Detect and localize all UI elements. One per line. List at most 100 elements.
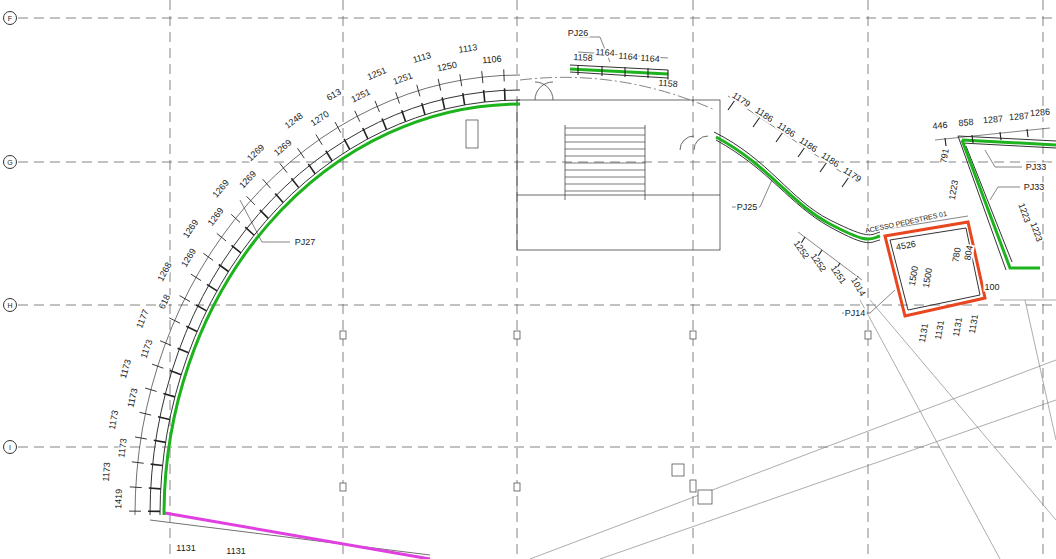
tick-mark bbox=[308, 164, 315, 174]
tick-mark bbox=[163, 393, 175, 396]
tick-mark bbox=[344, 139, 350, 150]
tick-mark bbox=[577, 65, 578, 75]
tick-mark bbox=[335, 122, 341, 133]
tick-mark bbox=[438, 79, 441, 91]
drawing-label: 858 bbox=[957, 118, 975, 128]
drawing-label: PJ14 bbox=[844, 309, 867, 318]
tick-mark bbox=[1000, 132, 1001, 140]
tick-mark bbox=[417, 85, 420, 97]
tick-mark bbox=[316, 135, 322, 145]
tick-mark bbox=[186, 326, 197, 331]
tick-mark bbox=[375, 101, 379, 112]
tick-mark bbox=[482, 71, 483, 83]
drawing-label: 1286 bbox=[1029, 108, 1052, 119]
tick-mark bbox=[178, 348, 189, 353]
drawing-label: 1270 bbox=[309, 110, 332, 130]
drawing-label: 1269 bbox=[206, 206, 226, 229]
drawing-label: 1113 bbox=[411, 51, 433, 65]
drawing-label: 1177 bbox=[135, 308, 151, 331]
drawing-label: 1268 bbox=[155, 261, 173, 285]
drawing-label: 1173 bbox=[118, 357, 133, 380]
drawing-label: 1269 bbox=[179, 246, 198, 270]
drawing-label: 1173 bbox=[139, 337, 154, 360]
drawing-label: 1500 bbox=[922, 266, 935, 289]
drawing-label: 1287 bbox=[982, 115, 1005, 126]
drawing-label: 1014 bbox=[849, 275, 868, 299]
tick-mark bbox=[363, 128, 368, 139]
drawing-label: 4526 bbox=[894, 240, 917, 253]
drawing-label: 1248 bbox=[282, 111, 305, 131]
drawing-label: 1106 bbox=[481, 55, 503, 66]
drawing-label: PJ33 bbox=[1025, 163, 1048, 172]
tick-mark bbox=[135, 437, 147, 439]
tick-mark bbox=[145, 388, 157, 391]
drawing-label: 1173 bbox=[126, 386, 140, 409]
drawing-label: 1164 bbox=[617, 52, 639, 62]
grid-letter: G bbox=[7, 159, 12, 166]
tick-mark bbox=[207, 284, 217, 290]
drawing-label: 1179 bbox=[730, 90, 753, 109]
tick-mark bbox=[798, 147, 805, 157]
drawing-label: PJ33 bbox=[1023, 183, 1046, 192]
tick-mark bbox=[355, 111, 360, 122]
tick-mark bbox=[232, 245, 241, 253]
drawing-label: 1186 bbox=[819, 150, 842, 169]
drawing-label: 1250 bbox=[435, 60, 458, 73]
tick-mark bbox=[442, 97, 445, 109]
drawing-label: 1186 bbox=[797, 135, 820, 154]
drawing-label: 1164 bbox=[594, 48, 616, 58]
grid-bubble: H bbox=[3, 298, 17, 312]
tick-mark bbox=[460, 74, 462, 86]
grid-letter: I bbox=[9, 444, 11, 451]
drawing-label: 1131 bbox=[918, 322, 931, 345]
tick-mark bbox=[154, 440, 166, 442]
drawing-label: 1131 bbox=[175, 544, 196, 553]
tick-mark bbox=[624, 67, 625, 77]
tick-mark bbox=[402, 110, 406, 121]
tick-mark bbox=[565, 135, 645, 136]
tick-mark bbox=[247, 196, 255, 205]
drawing-label: ACESSO PEDESTRES 01 bbox=[864, 210, 949, 235]
tick-mark bbox=[152, 364, 163, 368]
drawing-label: 1269 bbox=[211, 177, 232, 200]
tick-mark bbox=[565, 191, 645, 192]
tick-mark bbox=[326, 151, 332, 161]
drawing-label: 1500 bbox=[908, 264, 921, 287]
tick-mark bbox=[203, 253, 213, 260]
tick-mark bbox=[151, 464, 163, 465]
drawing-label: PJ25 bbox=[736, 203, 759, 212]
tick-mark bbox=[1027, 129, 1028, 137]
tick-mark bbox=[565, 149, 645, 150]
tick-mark bbox=[158, 417, 170, 420]
drawing-label: 618 bbox=[158, 292, 173, 311]
drawing-label: PJ27 bbox=[294, 238, 317, 247]
drawing-label: 1223 bbox=[948, 178, 961, 201]
tick-mark bbox=[776, 132, 783, 142]
tick-mark bbox=[275, 193, 283, 202]
tick-mark bbox=[565, 170, 645, 171]
tick-mark bbox=[160, 341, 171, 346]
tick-mark bbox=[647, 68, 648, 78]
tick-mark bbox=[148, 510, 160, 512]
tick-mark bbox=[753, 117, 760, 127]
tick-mark bbox=[196, 305, 206, 311]
drawing-label: 1131 bbox=[225, 547, 246, 556]
tick-mark bbox=[728, 100, 735, 110]
tick-mark bbox=[191, 274, 201, 280]
drawing-label: 780 bbox=[951, 246, 963, 264]
drawing-label: 1173 bbox=[118, 437, 130, 459]
tick-mark bbox=[245, 227, 254, 235]
drawing-label: 613 bbox=[324, 87, 343, 103]
tick-mark bbox=[219, 264, 229, 271]
drawing-label: 1251 bbox=[349, 88, 373, 106]
tick-mark bbox=[280, 163, 287, 172]
drawing-label: 1252 bbox=[791, 238, 811, 261]
drawing-label: 1269 bbox=[271, 137, 294, 158]
tick-mark bbox=[565, 142, 645, 143]
tick-mark bbox=[297, 148, 304, 158]
tick-mark bbox=[422, 103, 425, 115]
drawing-label: 1131 bbox=[934, 319, 947, 342]
drawing-label: 1287 bbox=[1008, 112, 1031, 123]
drawing-label: 1269 bbox=[181, 217, 201, 240]
drawing-label: 1164 bbox=[639, 54, 661, 64]
